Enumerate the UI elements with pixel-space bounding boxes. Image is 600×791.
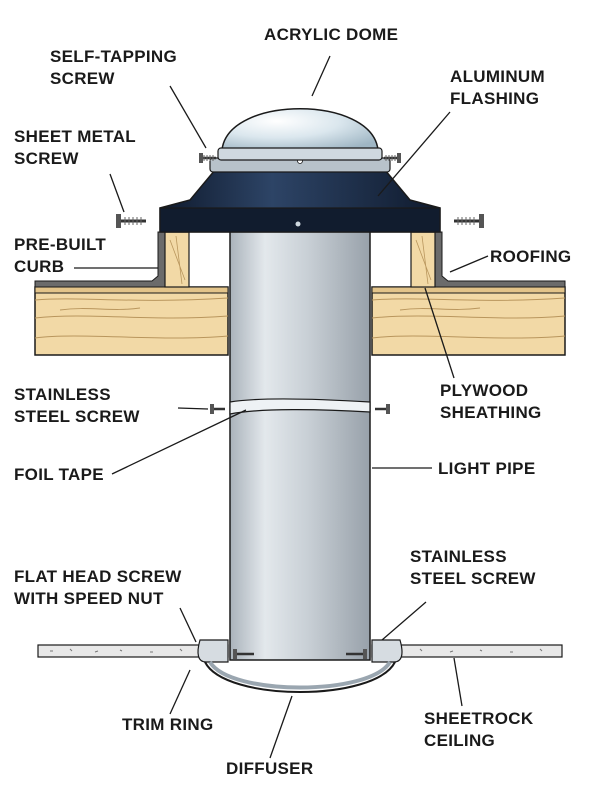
label-pre-built-curb-line1: PRE-BUILT xyxy=(14,235,107,254)
leader-lines xyxy=(74,55,489,759)
label-aluminum-flashing-line1: ALUMINUM xyxy=(450,67,545,86)
label-trim-ring: TRIM RING xyxy=(122,714,213,736)
label-sheetrock-ceiling-line1: SHEETROCK xyxy=(424,709,534,728)
label-self-tapping-screw-line2: SCREW xyxy=(50,69,115,88)
self-tapping-screw-left xyxy=(199,153,216,163)
acrylic-dome xyxy=(221,108,379,151)
self-tapping-screw-right xyxy=(384,153,401,163)
label-sheetrock-ceiling-line2: CEILING xyxy=(424,731,496,750)
label-acrylic-dome: ACRYLIC DOME xyxy=(264,24,398,46)
label-plywood-sheathing: PLYWOOD SHEATHING xyxy=(440,380,542,424)
label-foil-tape-text: FOIL TAPE xyxy=(14,465,104,484)
flat-head-screw xyxy=(233,649,367,659)
foil-tape xyxy=(229,398,371,415)
label-flat-head-screw-line1: FLAT HEAD SCREW xyxy=(14,567,182,586)
label-light-pipe: LIGHT PIPE xyxy=(438,458,535,480)
sheet-metal-screw-right xyxy=(454,214,484,228)
label-stainless-left-line2: STEEL SCREW xyxy=(14,407,140,426)
label-aluminum-flashing-line2: FLASHING xyxy=(450,89,540,108)
diffuser xyxy=(204,661,396,693)
label-self-tapping-screw: SELF-TAPPING SCREW xyxy=(50,46,177,90)
stainless-steel-screw-left xyxy=(210,404,225,414)
light-pipe xyxy=(229,214,371,661)
label-sheetrock-ceiling: SHEETROCK CEILING xyxy=(424,708,533,752)
label-flat-head-screw-line2: WITH SPEED NUT xyxy=(14,589,164,608)
sheetrock-ceiling xyxy=(37,644,563,658)
label-sheet-metal-screw-line2: SCREW xyxy=(14,149,79,168)
label-diffuser-text: DIFFUSER xyxy=(226,759,314,778)
label-trim-ring-text: TRIM RING xyxy=(122,715,214,734)
label-stainless-left-line1: STAINLESS xyxy=(14,385,111,404)
plywood-right xyxy=(371,286,566,356)
sheet-metal-screw-left xyxy=(116,214,146,228)
label-pre-built-curb: PRE-BUILT CURB xyxy=(14,234,106,278)
label-sheet-metal-screw-line1: SHEET METAL xyxy=(14,127,136,146)
label-plywood-sheathing-line2: SHEATHING xyxy=(440,403,542,422)
label-stainless-steel-screw-right: STAINLESS STEEL SCREW xyxy=(410,546,536,590)
label-plywood-sheathing-line1: PLYWOOD xyxy=(440,381,529,400)
label-pre-built-curb-line2: CURB xyxy=(14,257,65,276)
label-sheet-metal-screw: SHEET METAL SCREW xyxy=(14,126,136,170)
label-diffuser: DIFFUSER xyxy=(226,758,313,780)
label-stainless-steel-screw-left: STAINLESS STEEL SCREW xyxy=(14,384,140,428)
label-self-tapping-screw-line1: SELF-TAPPING xyxy=(50,47,178,66)
label-light-pipe-text: LIGHT PIPE xyxy=(438,459,536,478)
label-roofing-text: ROOFING xyxy=(490,247,572,266)
label-flat-head-screw: FLAT HEAD SCREW WITH SPEED NUT xyxy=(14,566,182,610)
label-stainless-right-line1: STAINLESS xyxy=(410,547,507,566)
label-aluminum-flashing: ALUMINUM FLASHING xyxy=(450,66,545,110)
label-roofing: ROOFING xyxy=(490,246,571,268)
plywood-left xyxy=(34,286,229,356)
label-foil-tape: FOIL TAPE xyxy=(14,464,104,486)
label-stainless-right-line2: STEEL SCREW xyxy=(410,569,536,588)
trim-ring xyxy=(197,639,403,663)
stainless-steel-screw-right xyxy=(375,404,390,414)
label-acrylic-dome-text: ACRYLIC DOME xyxy=(264,25,399,44)
